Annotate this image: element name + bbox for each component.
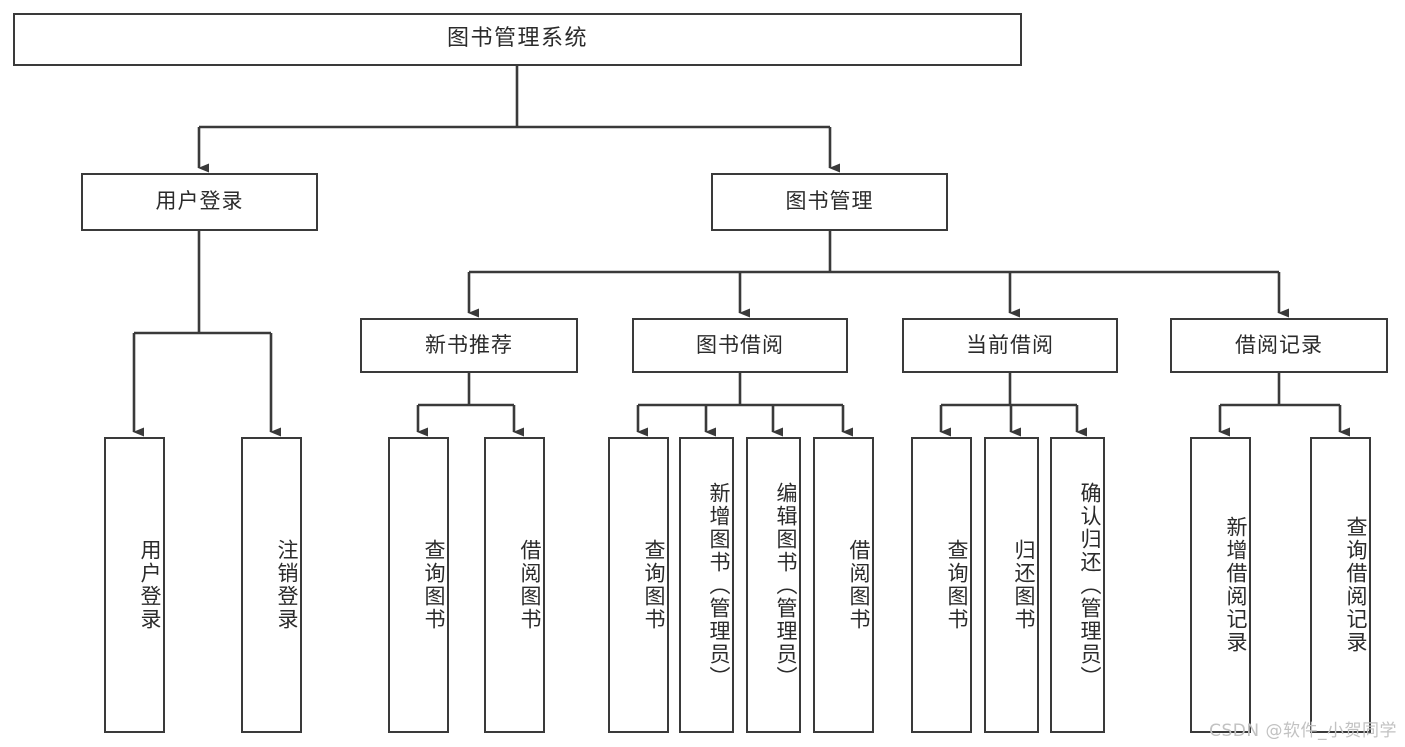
leaf-user-login[interactable]: 用户登录 xyxy=(104,437,165,733)
node-label: 图书借阅 xyxy=(696,332,784,357)
node-label: 借阅图书 xyxy=(847,539,871,631)
leaf-newbook-query-book[interactable]: 查询图书 xyxy=(388,437,449,733)
node-new-book-recommend[interactable]: 新书推荐 xyxy=(360,318,578,373)
node-label: 查询图书 xyxy=(945,539,969,631)
leaf-borrow-query-book[interactable]: 查询图书 xyxy=(608,437,669,733)
leaf-records-add-record[interactable]: 新增借阅记录 xyxy=(1190,437,1251,733)
node-label: 编辑图书（管理员） xyxy=(774,481,798,689)
leaf-current-query-book[interactable]: 查询图书 xyxy=(911,437,972,733)
node-label: 查询图书 xyxy=(422,539,446,631)
node-book-management[interactable]: 图书管理 xyxy=(711,173,948,231)
node-label: 新增借阅记录 xyxy=(1224,516,1248,654)
node-borrow-records[interactable]: 借阅记录 xyxy=(1170,318,1388,373)
leaf-borrow-lend-book[interactable]: 借阅图书 xyxy=(813,437,874,733)
leaf-borrow-edit-book-admin[interactable]: 编辑图书（管理员） xyxy=(746,437,801,733)
node-label: 归还图书 xyxy=(1012,539,1036,631)
leaf-current-confirm-return-admin[interactable]: 确认归还（管理员） xyxy=(1050,437,1105,733)
node-label: 图书管理 xyxy=(785,189,874,214)
leaf-newbook-borrow-book[interactable]: 借阅图书 xyxy=(484,437,545,733)
node-label: 借阅图书 xyxy=(518,539,542,631)
node-label: 查询图书 xyxy=(642,539,666,631)
node-label: 确认归还（管理员） xyxy=(1078,481,1102,689)
node-label: 当前借阅 xyxy=(966,332,1054,357)
leaf-borrow-add-book-admin[interactable]: 新增图书（管理员） xyxy=(679,437,734,733)
node-user-login[interactable]: 用户登录 xyxy=(81,173,318,231)
leaf-logout[interactable]: 注销登录 xyxy=(241,437,302,733)
leaf-current-return-book[interactable]: 归还图书 xyxy=(984,437,1039,733)
node-root-title[interactable]: 图书管理系统 xyxy=(13,13,1022,66)
node-label: 注销登录 xyxy=(275,539,299,631)
node-label: 图书管理系统 xyxy=(446,26,588,52)
node-label: 用户登录 xyxy=(138,539,162,631)
leaf-records-query-record[interactable]: 查询借阅记录 xyxy=(1310,437,1371,733)
node-label: 用户登录 xyxy=(155,189,244,214)
node-label: 新增图书（管理员） xyxy=(707,481,731,689)
node-label: 新书推荐 xyxy=(425,332,513,357)
node-label: 查询借阅记录 xyxy=(1344,516,1368,654)
node-book-borrow[interactable]: 图书借阅 xyxy=(632,318,848,373)
node-current-borrow[interactable]: 当前借阅 xyxy=(902,318,1118,373)
node-label: 借阅记录 xyxy=(1235,332,1323,357)
